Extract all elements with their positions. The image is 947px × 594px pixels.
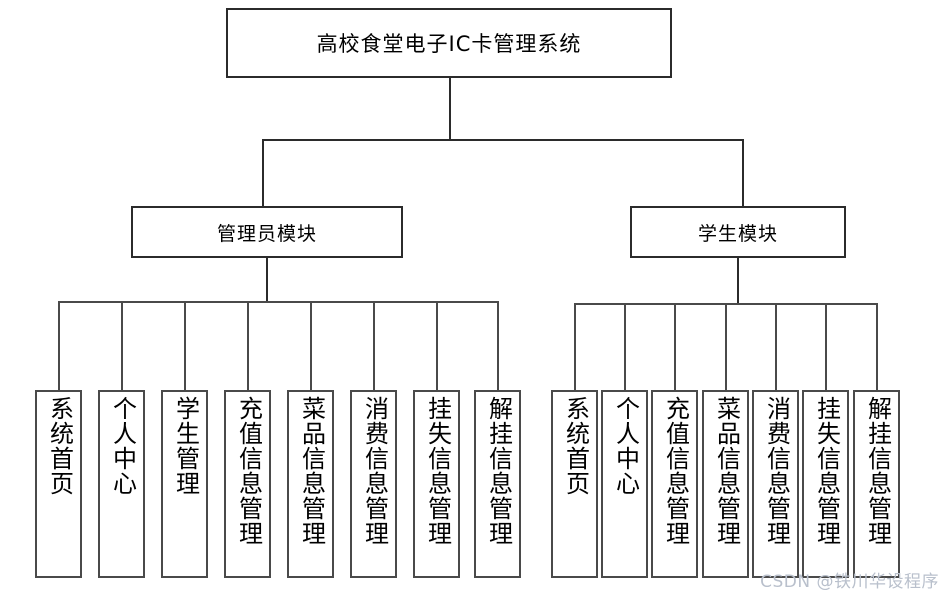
leaf-node-admin-student-management[interactable]: 学生管理 <box>161 390 208 578</box>
connector-bus-to-admin <box>262 139 264 206</box>
connector-admin-leaf-drop <box>58 301 60 390</box>
leaf-node-student-dish-info[interactable]: 菜品信息管理 <box>702 390 749 578</box>
leaf-node-label: 充值信息管理 <box>661 396 690 546</box>
leaf-node-student-loss-report-info[interactable]: 挂失信息管理 <box>802 390 849 578</box>
leaf-node-admin-loss-report-info[interactable]: 挂失信息管理 <box>413 390 460 578</box>
connector-student-down <box>737 258 739 304</box>
leaf-node-label: 系统首页 <box>45 396 74 496</box>
leaf-node-label: 挂失信息管理 <box>423 396 452 546</box>
leaf-node-label: 菜品信息管理 <box>712 396 741 546</box>
leaf-node-label: 挂失信息管理 <box>812 396 841 546</box>
leaf-node-student-recharge-info[interactable]: 充值信息管理 <box>651 390 698 578</box>
leaf-node-student-consumption-info[interactable]: 消费信息管理 <box>752 390 799 578</box>
leaf-node-label: 解挂信息管理 <box>863 396 892 546</box>
leaf-node-label: 个人中心 <box>108 396 137 496</box>
module-node-student[interactable]: 学生模块 <box>630 206 846 258</box>
leaf-node-admin-consumption-info[interactable]: 消费信息管理 <box>350 390 397 578</box>
connector-student-leaf-drop <box>674 303 676 390</box>
module-node-admin[interactable]: 管理员模块 <box>131 206 403 258</box>
connector-admin-down <box>266 258 268 302</box>
connector-student-leaf-drop <box>725 303 727 390</box>
connector-admin-leaf-drop <box>310 301 312 390</box>
connector-admin-leaf-bus <box>58 301 498 303</box>
connector-student-leaf-drop <box>775 303 777 390</box>
leaf-node-label: 菜品信息管理 <box>297 396 326 546</box>
root-node-label: 高校食堂电子IC卡管理系统 <box>316 32 582 56</box>
module-node-student-label: 学生模块 <box>697 222 778 245</box>
connector-student-leaf-drop <box>624 303 626 390</box>
leaf-node-admin-dish-info[interactable]: 菜品信息管理 <box>287 390 334 578</box>
leaf-node-admin-home[interactable]: 系统首页 <box>35 390 82 578</box>
leaf-node-label: 系统首页 <box>561 396 590 496</box>
connector-admin-leaf-drop <box>436 301 438 390</box>
leaf-node-admin-personal-center[interactable]: 个人中心 <box>98 390 145 578</box>
leaf-node-student-home[interactable]: 系统首页 <box>551 390 598 578</box>
leaf-node-label: 个人中心 <box>611 396 640 496</box>
leaf-node-label: 消费信息管理 <box>360 396 389 546</box>
connector-bus-to-student <box>742 139 744 206</box>
leaf-node-student-personal-center[interactable]: 个人中心 <box>601 390 648 578</box>
connector-student-leaf-drop <box>574 303 576 390</box>
connector-student-leaf-drop <box>876 303 878 390</box>
root-node-system[interactable]: 高校食堂电子IC卡管理系统 <box>226 8 672 78</box>
leaf-node-label: 解挂信息管理 <box>484 396 513 546</box>
connector-admin-leaf-drop <box>497 301 499 390</box>
leaf-node-label: 充值信息管理 <box>234 396 263 546</box>
leaf-node-admin-recharge-info[interactable]: 充值信息管理 <box>224 390 271 578</box>
connector-student-leaf-drop <box>825 303 827 390</box>
connector-admin-leaf-drop <box>184 301 186 390</box>
connector-root-down <box>449 78 451 140</box>
connector-admin-leaf-drop <box>121 301 123 390</box>
connector-admin-leaf-drop <box>373 301 375 390</box>
connector-admin-leaf-drop <box>247 301 249 390</box>
leaf-node-label: 消费信息管理 <box>762 396 791 546</box>
connector-level2-bus <box>262 139 744 141</box>
leaf-node-label: 学生管理 <box>171 396 200 496</box>
module-node-admin-label: 管理员模块 <box>216 222 317 245</box>
leaf-node-student-unfreeze-info[interactable]: 解挂信息管理 <box>853 390 900 578</box>
leaf-node-admin-unfreeze-info[interactable]: 解挂信息管理 <box>474 390 521 578</box>
